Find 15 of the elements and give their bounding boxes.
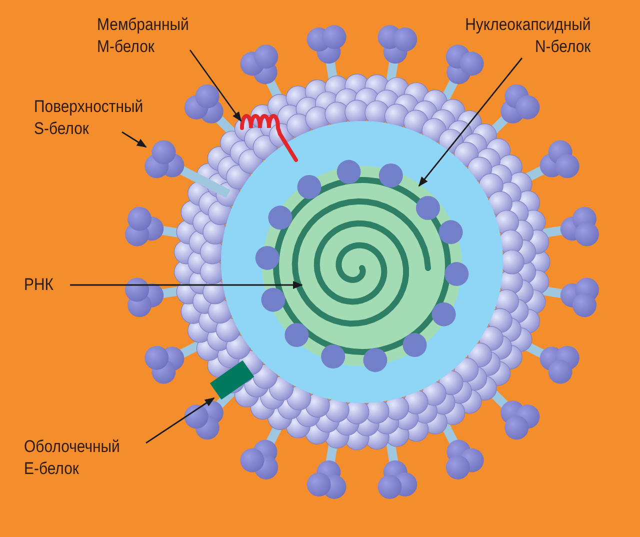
callout-label: РНК	[24, 274, 54, 296]
callout-label: Оболочечный E-белок	[24, 436, 120, 480]
callout-label: Мембранный M-белок	[97, 14, 189, 58]
spike-protein	[144, 140, 230, 198]
leader-line	[418, 58, 523, 187]
leader-line	[189, 50, 242, 122]
leader-line	[122, 131, 147, 148]
protein-bar	[210, 360, 254, 400]
protein-coil	[240, 114, 298, 162]
rna-spiral	[292, 198, 431, 327]
callout-label: Нуклеокапсидный N-белок	[465, 14, 591, 58]
callout-label: Поверхностный S-белок	[34, 96, 144, 140]
leader-line	[146, 397, 215, 444]
leader-line	[70, 281, 303, 289]
protein-sphere	[416, 196, 440, 220]
